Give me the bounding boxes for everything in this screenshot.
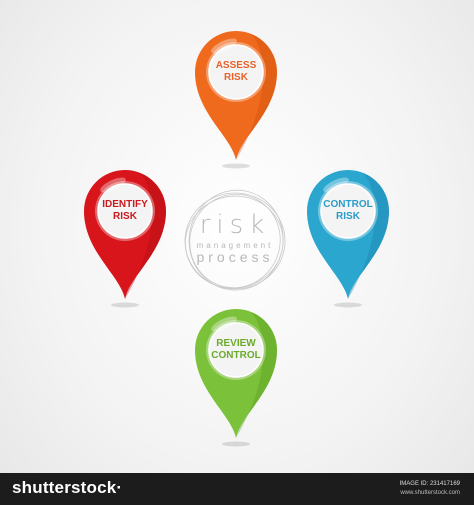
map-pin-icon <box>195 30 277 169</box>
assess-risk-pin: ASSESS RISK <box>191 24 281 184</box>
risk-management-process-logo: risk management process <box>180 186 290 296</box>
map-pin-icon <box>307 169 389 308</box>
map-pin-icon <box>195 308 277 447</box>
control-risk-pin: CONTROL RISK <box>303 163 393 323</box>
map-pin-icon <box>84 169 166 308</box>
assess-risk-label: ASSESS RISK <box>215 60 257 83</box>
site-url-text: www.shutterstock.com <box>400 490 460 496</box>
logo-word-management: management <box>196 241 274 250</box>
control-risk-label: CONTROL RISK <box>323 199 373 222</box>
identify-risk-label: IDENTIFY RISK <box>102 199 148 222</box>
image-id-text: IMAGE ID: 231417169 <box>399 481 460 487</box>
brand-logo: shutterstock· <box>12 478 123 497</box>
footer-bar: shutterstock· IMAGE ID: 231417169 www.sh… <box>0 473 474 505</box>
review-control-label: REVIEW CONTROL <box>211 338 261 361</box>
logo-word-risk: risk <box>199 210 271 240</box>
scribble-circle-icon <box>184 189 286 291</box>
review-control-pin: REVIEW CONTROL <box>191 302 281 462</box>
identify-risk-pin: IDENTIFY RISK <box>80 163 170 323</box>
logo-word-process: process <box>196 249 274 265</box>
diagram-canvas: ASSESS RISK IDENTIFY RISK CONTROL RISK <box>80 24 393 462</box>
